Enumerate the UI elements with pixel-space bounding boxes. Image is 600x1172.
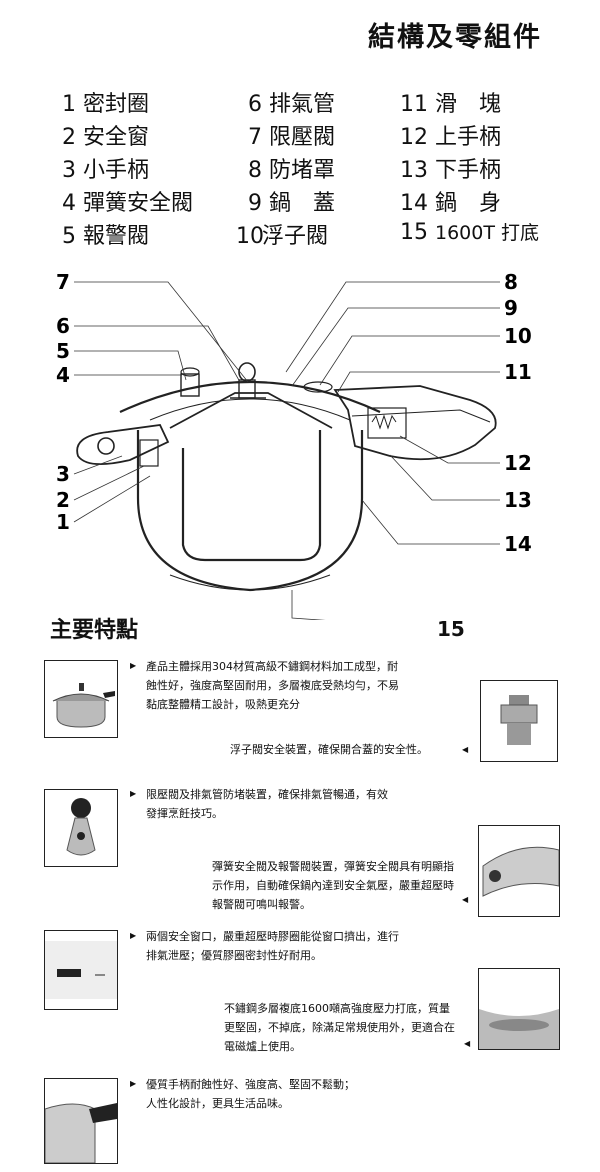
callout-3: 3 bbox=[56, 462, 70, 486]
part-item: 2 安全窗 bbox=[62, 125, 150, 150]
callout-14: 14 bbox=[504, 532, 532, 556]
feature-text: 不鏽鋼多層複底1600噸高強度壓力打底，質量更堅固，不掉底，除滿足常規使用外，更… bbox=[224, 1002, 455, 1053]
feature-image-pressure-valve bbox=[44, 789, 118, 867]
page-title: 結構及零組件 bbox=[368, 22, 542, 53]
callout-11: 11 bbox=[504, 360, 532, 384]
part-item: 4 彈簧安全閥 bbox=[62, 191, 194, 216]
bullet-icon: ◀ bbox=[464, 1039, 471, 1048]
feature-image-pot bbox=[44, 660, 118, 738]
part-item: 1 密封圈 bbox=[62, 92, 150, 117]
bullet-icon: ◀ bbox=[462, 895, 469, 904]
bullet-icon: ◀ bbox=[462, 745, 469, 754]
part-item: 13 下手柄 bbox=[400, 158, 502, 183]
feature-text: 兩個安全窗口，嚴重超壓時膠圈能從窗口擠出，進行排氣泄壓；優質膠圈密封性好耐用。 bbox=[146, 930, 399, 962]
callout-15: 15 bbox=[437, 617, 465, 641]
feature-image-float-valve bbox=[480, 680, 558, 762]
part-item: 12 上手柄 bbox=[400, 125, 502, 150]
feature-text: 彈簧安全閥及報警閥裝置，彈簧安全閥具有明顯指示作用，自動確保鍋內達到安全氣壓，嚴… bbox=[212, 860, 454, 911]
part-item: 6 排氣管 bbox=[248, 92, 336, 117]
feature-image-spring-valve bbox=[478, 825, 560, 917]
callout-7: 7 bbox=[56, 270, 70, 294]
bullet-icon: ▶ bbox=[130, 661, 137, 670]
feature-text: 產品主體採用304材質高級不鏽鋼材料加工成型，耐蝕性好，強度高堅固耐用，多層複底… bbox=[146, 660, 399, 711]
feature-text: 浮子閥安全裝置，確保開合蓋的安全性。 bbox=[230, 743, 428, 756]
part-item: 8 防堵罩 bbox=[248, 158, 336, 183]
part-item: 5 報警閥 bbox=[62, 224, 150, 249]
feature-text: 優質手柄耐蝕性好、強度高、堅固不鬆動；人性化設計，更具生活品味。 bbox=[146, 1078, 355, 1110]
features-title: 主要特點 bbox=[50, 618, 139, 643]
feature-image-base bbox=[478, 968, 560, 1050]
pressure-cooker-diagram: 7 6 5 4 3 2 1 8 9 10 11 12 13 14 bbox=[56, 270, 532, 620]
callout-12: 12 bbox=[504, 451, 532, 475]
part-item: 11 滑 塊 bbox=[400, 92, 502, 117]
part-item: 10浮子閥 bbox=[236, 224, 329, 249]
callout-4: 4 bbox=[56, 363, 70, 387]
callout-13: 13 bbox=[504, 488, 532, 512]
feature-text: 限壓閥及排氣管防堵裝置，確保排氣管暢通，有效發揮烹飪技巧。 bbox=[146, 788, 388, 820]
callout-2: 2 bbox=[56, 488, 70, 512]
part-item: 15 1600T 打底 bbox=[400, 220, 539, 245]
part-item: 14 鍋 身 bbox=[400, 191, 502, 216]
callout-5: 5 bbox=[56, 339, 70, 363]
callout-9: 9 bbox=[504, 296, 518, 320]
callout-1: 1 bbox=[56, 510, 70, 534]
bullet-icon: ▶ bbox=[130, 931, 137, 940]
bullet-icon: ▶ bbox=[130, 789, 137, 798]
callout-8: 8 bbox=[504, 270, 518, 294]
part-item: 9 鍋 蓋 bbox=[248, 191, 336, 216]
bullet-icon: ▶ bbox=[130, 1079, 137, 1088]
part-item: 3 小手柄 bbox=[62, 158, 150, 183]
part-item: 7 限壓閥 bbox=[248, 125, 336, 150]
feature-image-handle bbox=[44, 1078, 118, 1164]
callout-6: 6 bbox=[56, 314, 70, 338]
feature-image-safety-window bbox=[44, 930, 118, 1010]
callout-10: 10 bbox=[504, 324, 532, 348]
